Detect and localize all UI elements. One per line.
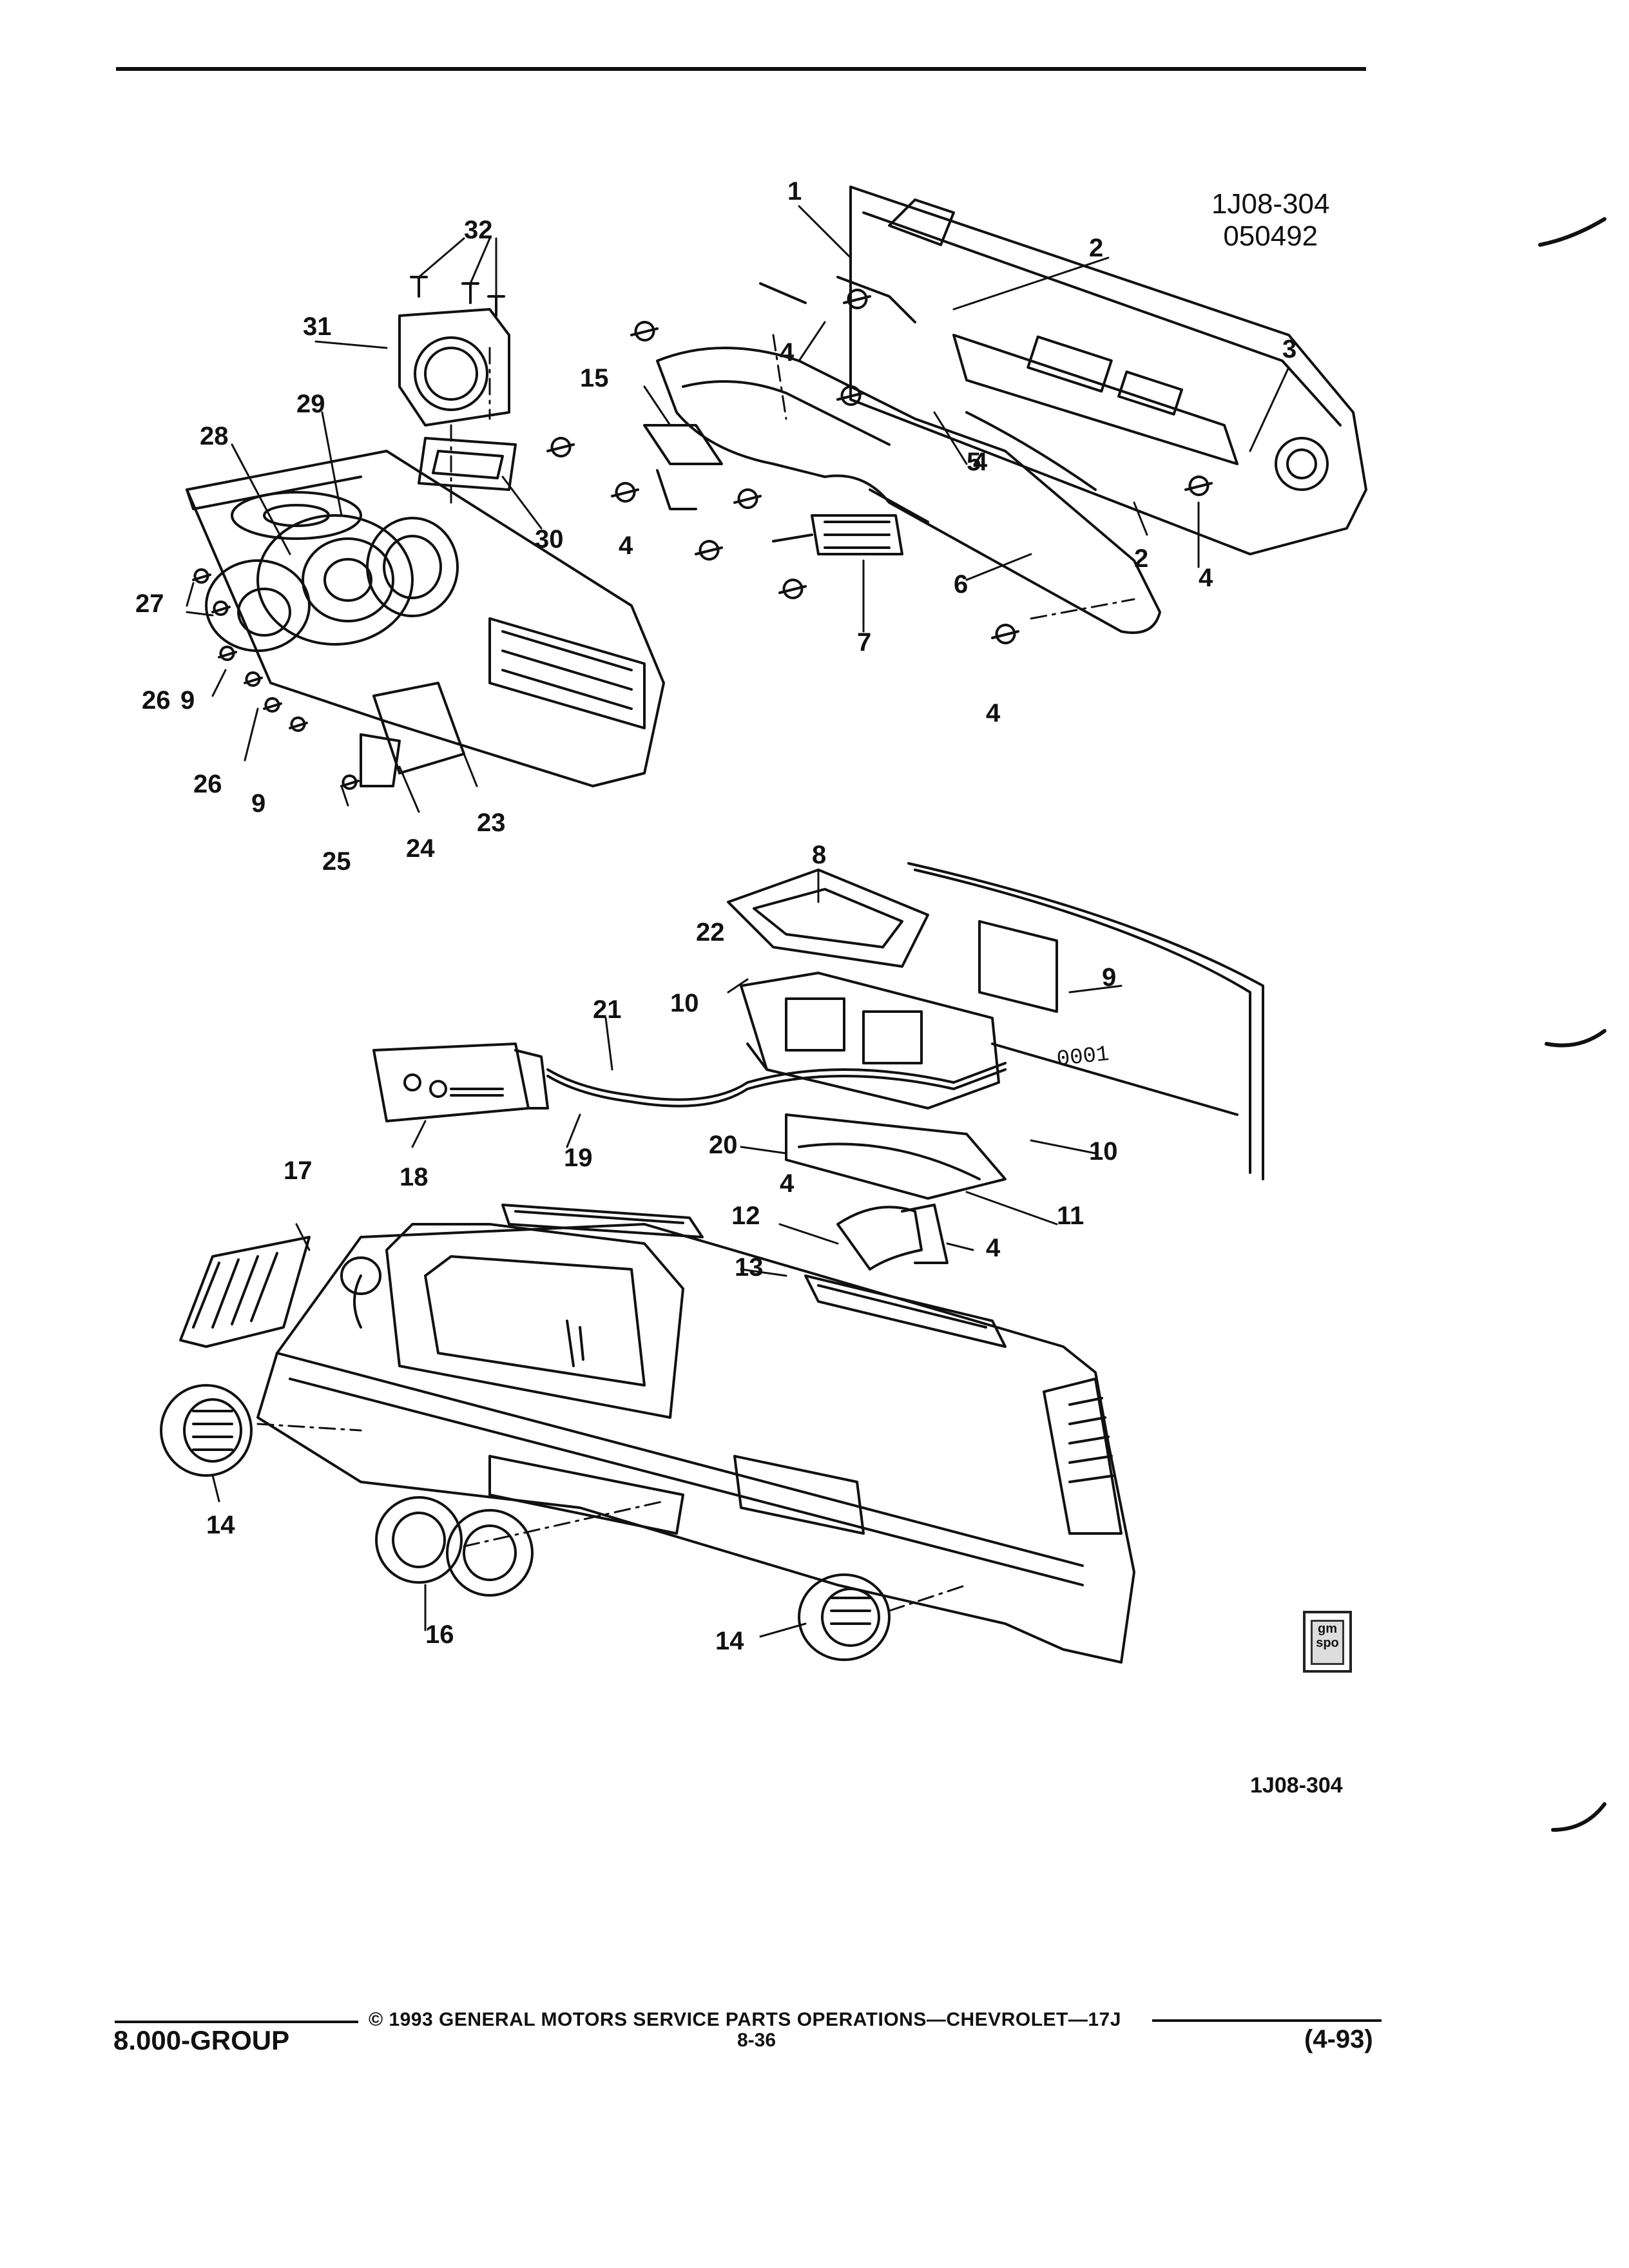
callout-4: 4 bbox=[780, 1169, 795, 1198]
blower-housing-assembly bbox=[186, 450, 665, 787]
callout-2: 2 bbox=[1134, 544, 1148, 573]
side-outlet-17 bbox=[179, 1236, 311, 1348]
callout-4: 4 bbox=[619, 532, 633, 560]
callout-15: 15 bbox=[580, 364, 609, 392]
callout-11: 11 bbox=[1057, 1202, 1084, 1230]
callout-30: 30 bbox=[535, 525, 564, 553]
callout-14: 14 bbox=[206, 1511, 235, 1539]
logo-line-2: spo bbox=[1316, 1636, 1339, 1650]
defroster-grille-8 bbox=[727, 869, 929, 968]
callout-32: 32 bbox=[464, 216, 493, 244]
callout-29: 29 bbox=[296, 390, 325, 418]
callout-26: 26 bbox=[142, 686, 171, 715]
callout-13: 13 bbox=[735, 1253, 764, 1282]
callout-26: 26 bbox=[193, 770, 222, 798]
screws-left-side bbox=[192, 568, 360, 790]
callout-22: 22 bbox=[696, 918, 725, 947]
harness-11-20 bbox=[785, 1113, 1007, 1200]
callout-16: 16 bbox=[425, 1620, 454, 1649]
revision-label: (4-93) bbox=[1304, 2025, 1373, 2053]
logo-line-1: gm bbox=[1318, 1622, 1337, 1636]
copyright-line: © 1993 GENERAL MOTORS SERVICE PARTS OPER… bbox=[369, 2009, 1121, 2030]
callout-28: 28 bbox=[200, 422, 229, 450]
duct-12 bbox=[836, 1204, 949, 1271]
callout-3: 3 bbox=[1282, 335, 1296, 363]
callout-5: 5 bbox=[967, 448, 981, 476]
callout-17: 17 bbox=[284, 1157, 313, 1185]
callout-21: 21 bbox=[593, 995, 622, 1024]
gm-spo-logo: gm spo bbox=[1303, 1611, 1352, 1673]
callout-31: 31 bbox=[303, 312, 332, 341]
outlet-16-center bbox=[375, 1496, 534, 1597]
duct-outlet-7 bbox=[772, 514, 903, 555]
scan-artifacts bbox=[1538, 217, 1606, 1832]
callout-10: 10 bbox=[670, 989, 699, 1017]
screw-group-4 bbox=[546, 289, 1213, 644]
callout-9: 9 bbox=[251, 789, 265, 818]
outlet-14-left bbox=[160, 1384, 253, 1477]
gm-spo-logo-mark: gm spo bbox=[1311, 1620, 1344, 1665]
callout-4: 4 bbox=[973, 448, 988, 476]
defroster-grille-13 bbox=[501, 1204, 1007, 1348]
leader-lines bbox=[186, 205, 1290, 1638]
callout-24: 24 bbox=[406, 834, 435, 863]
callout-4: 4 bbox=[780, 338, 795, 367]
callout-8: 8 bbox=[812, 841, 826, 869]
callout-4: 4 bbox=[1199, 564, 1213, 592]
callout-1: 1 bbox=[787, 177, 802, 206]
callout-4: 4 bbox=[986, 699, 1001, 727]
figure-id-block: 1J08-304 050492 bbox=[1211, 188, 1329, 253]
callout-27: 27 bbox=[135, 590, 164, 618]
callout-25: 25 bbox=[322, 847, 351, 876]
callout-7: 7 bbox=[857, 628, 871, 657]
alignment-lines bbox=[256, 334, 1135, 1612]
callout-6: 6 bbox=[954, 570, 968, 599]
control-cable-21 bbox=[546, 1062, 1007, 1108]
figure-date-code: 050492 bbox=[1223, 220, 1318, 252]
callout-14: 14 bbox=[715, 1627, 744, 1655]
outlet-14-right bbox=[798, 1573, 891, 1661]
callout-10: 10 bbox=[1089, 1137, 1118, 1166]
control-head-18 bbox=[372, 1043, 549, 1122]
callout-2: 2 bbox=[1089, 234, 1103, 262]
gasket-30 bbox=[418, 437, 517, 491]
blower-adapter-31 bbox=[398, 308, 510, 427]
dash-cowl-panel bbox=[907, 862, 1264, 1180]
footer-rule-right bbox=[1152, 2019, 1382, 2022]
callout-9: 9 bbox=[180, 686, 195, 715]
figure-id-bottom: 1J08-304 bbox=[1250, 1773, 1343, 1798]
callout-9: 9 bbox=[1102, 963, 1116, 992]
group-label: 8.000-GROUP bbox=[113, 2025, 290, 2055]
figure-id: 1J08-304 bbox=[1211, 188, 1330, 220]
duct-outlet-bracket-15 bbox=[643, 424, 723, 510]
callout-23: 23 bbox=[477, 809, 506, 837]
callout-18: 18 bbox=[400, 1163, 429, 1191]
callout-12: 12 bbox=[731, 1202, 760, 1230]
footer-rule-left bbox=[115, 2021, 358, 2023]
callout-19: 19 bbox=[564, 1144, 593, 1172]
instrument-panel bbox=[256, 1223, 1135, 1664]
callout-20: 20 bbox=[709, 1131, 738, 1159]
upper-panel-assembly bbox=[759, 186, 1367, 555]
top-rule bbox=[116, 67, 1366, 71]
vent-housing-22 bbox=[740, 972, 1000, 1110]
callout-4: 4 bbox=[986, 1234, 1001, 1262]
page-number: 8-36 bbox=[737, 2030, 776, 2051]
center-air-duct bbox=[656, 347, 1161, 634]
